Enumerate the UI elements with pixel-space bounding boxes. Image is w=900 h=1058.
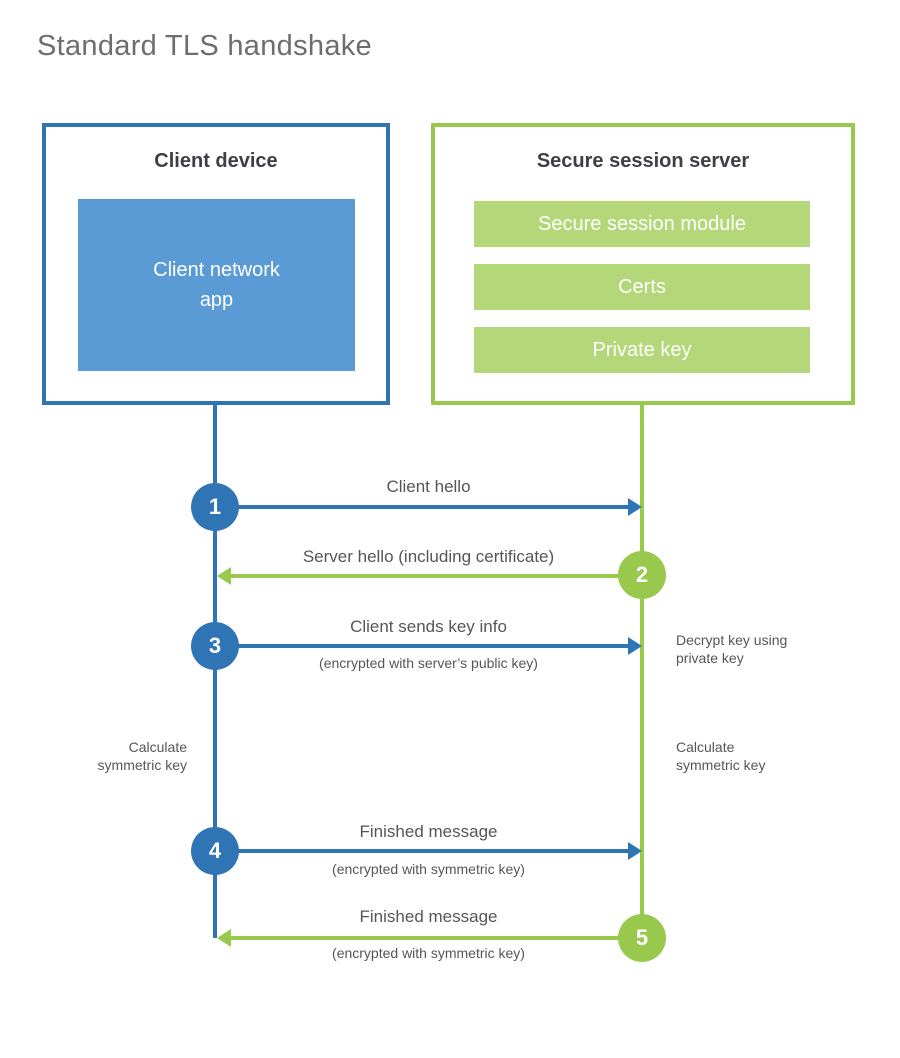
arrow-server-hello (231, 574, 642, 578)
step-circle-1: 1 (191, 483, 239, 531)
server-lifeline (640, 405, 644, 940)
label-finished-server: Finished message (359, 907, 498, 926)
arrow-client-key-info (215, 644, 628, 648)
server-module-certs: Certs (474, 264, 810, 310)
arrowhead-left-icon (217, 567, 231, 585)
arrow-finished-server (231, 936, 642, 940)
sublabel-finished-server: (encrypted with symmetric key) (332, 945, 525, 961)
server-box: Secure session server Secure session mod… (431, 123, 855, 405)
label-client-key-info: Client sends key info (350, 617, 507, 636)
client-lifeline (213, 405, 217, 938)
label-server-hello: Server hello (including certificate) (302, 547, 555, 566)
arrowhead-right-icon (628, 498, 642, 516)
page-title: Standard TLS handshake (37, 30, 372, 62)
client-device-title: Client device (154, 150, 278, 172)
sublabel-client-key-info: (encrypted with server’s public key) (319, 655, 538, 671)
note-calc-symmetric-right: Calculate symmetric key (676, 739, 766, 774)
arrowhead-left-icon (217, 929, 231, 947)
step-circle-5: 5 (618, 914, 666, 962)
note-calc-symmetric-left: Calculate symmetric key (97, 739, 187, 774)
server-module-private-key: Private key (474, 327, 810, 373)
client-network-app-box: Client network app (78, 199, 355, 371)
note-decrypt-key: Decrypt key using private key (676, 632, 788, 667)
arrow-finished-client (215, 849, 628, 853)
label-finished-client: Finished message (359, 822, 498, 841)
step-circle-4: 4 (191, 827, 239, 875)
server-title: Secure session server (536, 150, 750, 172)
step-circle-3: 3 (191, 622, 239, 670)
label-client-hello: Client hello (386, 477, 471, 496)
step-circle-2: 2 (618, 551, 666, 599)
arrowhead-right-icon (628, 637, 642, 655)
arrowhead-right-icon (628, 842, 642, 860)
server-module-secure-session: Secure session module (474, 201, 810, 247)
arrow-client-hello (215, 505, 628, 509)
sublabel-finished-client: (encrypted with symmetric key) (332, 861, 525, 877)
